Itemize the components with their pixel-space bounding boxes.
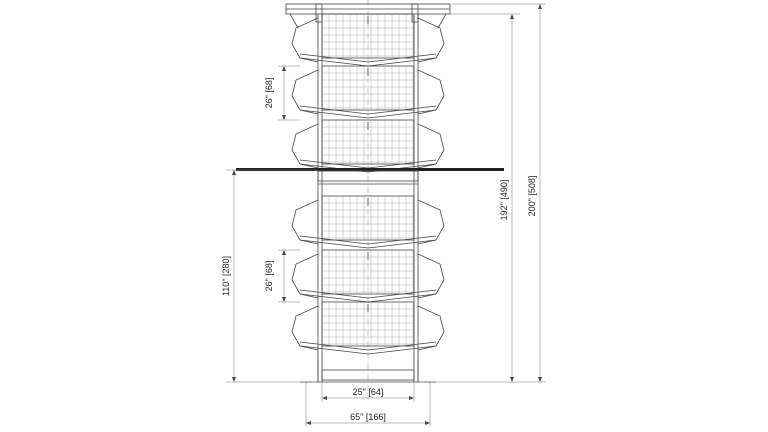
base-width-label: 25" [64] — [353, 387, 384, 397]
middle-shelf — [236, 168, 504, 185]
wire-basket — [299, 301, 437, 355]
side-bracket-left — [291, 199, 319, 245]
side-bracket-left — [291, 17, 319, 63]
wire-basket — [299, 195, 437, 249]
lower-section-height-label: 110" [280] — [221, 256, 231, 296]
side-bracket-left — [291, 69, 319, 115]
upper-basket-height-label: 26" [68] — [264, 78, 274, 109]
overall-height-label: 200" [508] — [527, 176, 537, 217]
side-bracket-right — [417, 199, 445, 245]
base-plate — [300, 360, 436, 383]
wire-basket — [299, 119, 437, 173]
shelf-height-label: 192" [490] — [499, 180, 509, 221]
side-bracket-left — [291, 305, 319, 351]
dimension-overall-width: 65" [166] — [305, 382, 431, 426]
dimension-upper-basket-height: 26" [68] — [264, 65, 300, 121]
dimension-overall-height: 200" [508] — [452, 3, 546, 383]
side-bracket-left — [291, 123, 319, 169]
side-bracket-right — [417, 305, 445, 351]
side-bracket-right — [417, 123, 445, 169]
side-bracket-right — [417, 17, 445, 63]
dimension-base-width: 25" [64] — [321, 382, 415, 402]
side-brackets — [291, 17, 445, 351]
dimension-lower-section-height: 110" [280] — [221, 169, 318, 383]
dimension-lower-basket-height: 26" [68] — [264, 249, 300, 303]
wire-baskets — [299, 13, 437, 355]
side-bracket-right — [417, 253, 445, 299]
wire-basket — [299, 249, 437, 303]
side-bracket-left — [291, 253, 319, 299]
dimension-shelf-height: 192" [490] — [420, 13, 520, 383]
side-bracket-right — [417, 69, 445, 115]
wire-basket — [299, 65, 437, 119]
lower-basket-height-label: 26" [68] — [264, 261, 274, 292]
overall-width-label: 65" [166] — [350, 412, 386, 422]
wire-basket — [299, 13, 437, 67]
